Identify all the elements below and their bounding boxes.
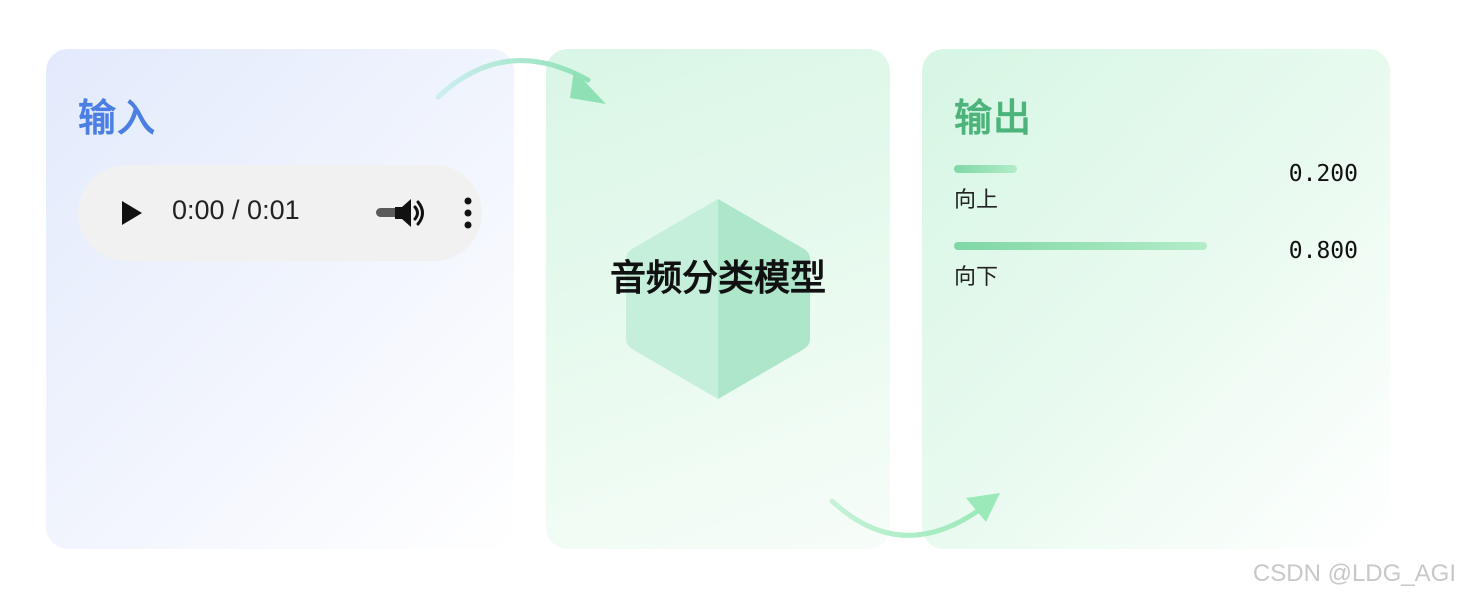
result-row-1: 向下 0.800	[954, 238, 1358, 302]
output-title: 输出	[954, 96, 1033, 140]
result-label-0: 向上	[954, 188, 999, 213]
audio-player[interactable]: 0:00 / 0:01	[78, 165, 482, 261]
watermark: CSDN @LDG_AGI	[1252, 560, 1456, 587]
more-vertical-icon[interactable]	[462, 195, 474, 231]
input-panel: 输入 0:00 / 0:01	[46, 49, 514, 549]
result-score-1: 0.800	[1288, 238, 1358, 264]
result-score-0: 0.200	[1288, 161, 1358, 187]
model-panel: 音频分类模型	[546, 49, 890, 549]
model-label: 音频分类模型	[609, 258, 826, 299]
result-label-1: 向下	[954, 265, 999, 290]
result-bar-1	[954, 242, 1207, 250]
result-bar-0	[954, 165, 1018, 173]
output-panel: 输出 向上 0.200 向下 0.800	[922, 49, 1390, 549]
audio-time-display: 0:00 / 0:01	[172, 195, 300, 225]
input-title: 输入	[78, 96, 157, 140]
play-icon[interactable]	[118, 199, 146, 227]
audio-progress-bar[interactable]	[376, 208, 402, 217]
volume-icon[interactable]	[390, 193, 430, 233]
result-row-0: 向上 0.200	[954, 161, 1358, 225]
hexagon-icon	[626, 199, 810, 399]
